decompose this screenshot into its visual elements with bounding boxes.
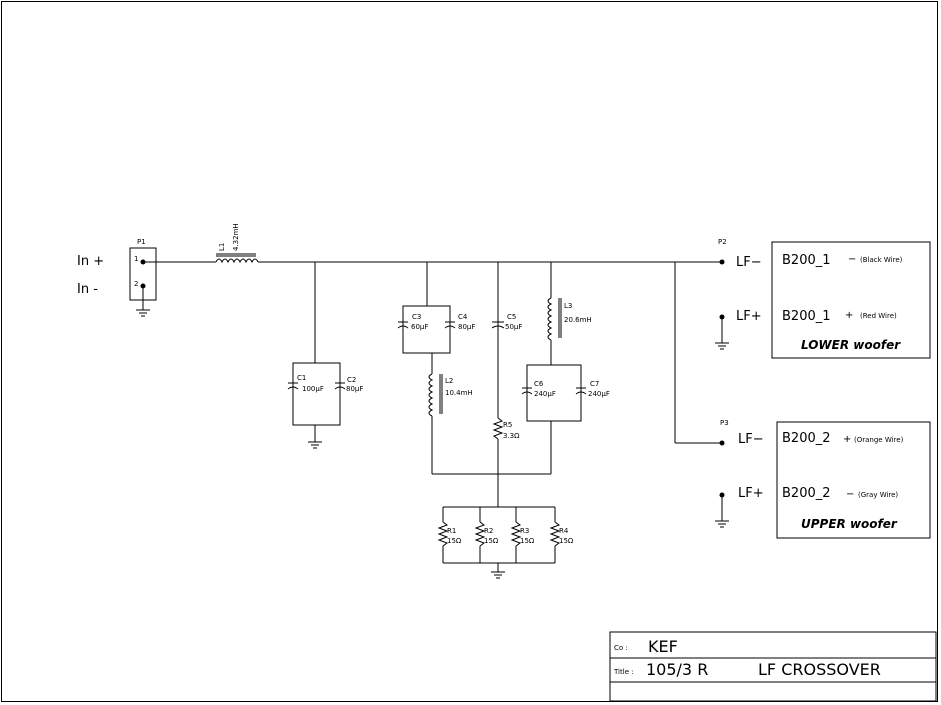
r2-ref: R2 <box>484 527 493 535</box>
company-label: Co : <box>614 644 628 652</box>
r1-value: 15Ω <box>447 537 462 545</box>
r5-ref: R5 <box>503 421 512 429</box>
c5-value: 50µF <box>505 323 522 331</box>
c3-value: 60µF <box>411 323 428 331</box>
l2-inductor: L2 10.4mH <box>428 373 473 417</box>
p2-ref: P2 <box>718 238 727 246</box>
c2-value: 80µF <box>346 385 363 393</box>
upper-lf-minus: LF− <box>738 432 764 447</box>
upper-name-2: B200_2 <box>782 486 831 501</box>
p2-terminal <box>719 259 725 265</box>
c6-value: 240µF <box>534 390 556 398</box>
p1-pin2: 2 <box>134 280 138 288</box>
upper-woofer-title: UPPER woofer <box>801 517 898 531</box>
upper-wire-2: (Gray Wire) <box>858 491 898 499</box>
r3-value: 15Ω <box>520 537 535 545</box>
title-label: Title : <box>613 668 634 676</box>
l1-value: 4.32mH <box>232 223 240 251</box>
r4-ref: R4 <box>559 527 569 535</box>
lower-woofer-box: B200_1 − (Black Wire) B200_1 + (Red Wire… <box>771 241 931 359</box>
l1-inductor: L1 4.32mH <box>215 223 259 264</box>
l1-ref: L1 <box>218 243 226 251</box>
r2-value: 15Ω <box>484 537 499 545</box>
c1-c2-capacitor-pair: C1 100µF C2 80µF <box>287 362 363 426</box>
c4-ref: C4 <box>458 313 468 321</box>
ground-symbol <box>715 520 729 528</box>
input-minus-label: In - <box>77 282 98 297</box>
r5-resistor: R5 3.3Ω <box>492 417 520 440</box>
title-value: 105/3 R <box>646 660 708 679</box>
upper-name-1: B200_2 <box>782 431 831 446</box>
upper-wire-1-sign: + <box>843 434 851 445</box>
l3-ref: L3 <box>564 302 572 310</box>
drawing-subtitle: LF CROSSOVER <box>758 660 881 679</box>
lower-lf-minus: LF− <box>736 255 762 270</box>
c6-c7-capacitor-pair: C6 240µF C7 240µF <box>521 364 610 422</box>
lower-woofer-title: LOWER woofer <box>801 338 901 352</box>
upper-lf-plus: LF+ <box>738 486 764 501</box>
c4-value: 80µF <box>458 323 475 331</box>
c2-ref: C2 <box>347 376 356 384</box>
r3-ref: R3 <box>520 527 529 535</box>
p3-terminal <box>719 440 725 446</box>
p3-ref: P3 <box>720 419 729 427</box>
c5-ref: C5 <box>507 313 516 321</box>
lower-lf-plus: LF+ <box>736 309 762 324</box>
resistor-bank: R1 15Ω R2 15Ω R3 15Ω R4 15Ω <box>437 506 574 564</box>
ground-symbol <box>136 309 150 317</box>
c6-ref: C6 <box>534 380 544 388</box>
ground-symbol <box>308 441 322 449</box>
r1-ref: R1 <box>447 527 456 535</box>
ground-symbol <box>491 571 505 579</box>
lower-wire-2: (Red Wire) <box>860 312 897 320</box>
lower-name-1: B200_1 <box>782 253 831 268</box>
p1-pin1: 1 <box>134 255 138 263</box>
lower-wire-1-sign: − <box>848 254 856 265</box>
upper-woofer-box: B200_2 + (Orange Wire) B200_2 − (Gray Wi… <box>776 421 931 539</box>
company-value: KEF <box>648 637 678 656</box>
p1-connector: P1 1 2 <box>129 238 157 310</box>
upper-wire-1: (Orange Wire) <box>854 436 904 444</box>
upper-wire-2-sign: − <box>846 489 854 500</box>
c1-value: 100µF <box>302 385 324 393</box>
lower-name-2: B200_1 <box>782 309 831 324</box>
ground-symbol <box>715 342 729 350</box>
c3-ref: C3 <box>412 313 421 321</box>
c3-c4-capacitor-pair: C3 60µF C4 80µF <box>397 305 475 354</box>
lower-wire-1: (Black Wire) <box>860 256 903 264</box>
r5-value: 3.3Ω <box>503 432 520 440</box>
c1-ref: C1 <box>297 374 306 382</box>
lower-wire-2-sign: + <box>845 310 853 321</box>
c7-value: 240µF <box>588 390 610 398</box>
input-plus-label: In + <box>77 254 104 269</box>
l2-value: 10.4mH <box>445 389 473 397</box>
p1-ref: P1 <box>137 238 146 246</box>
c7-ref: C7 <box>590 380 599 388</box>
l3-value: 20.6mH <box>564 316 592 324</box>
l3-inductor: L3 20.6mH <box>547 297 592 341</box>
c5-capacitor: C5 50µF <box>491 313 522 331</box>
l2-ref: L2 <box>445 377 453 385</box>
title-block: Co : KEF Title : 105/3 R LF CROSSOVER <box>609 631 937 702</box>
r4-value: 15Ω <box>559 537 574 545</box>
